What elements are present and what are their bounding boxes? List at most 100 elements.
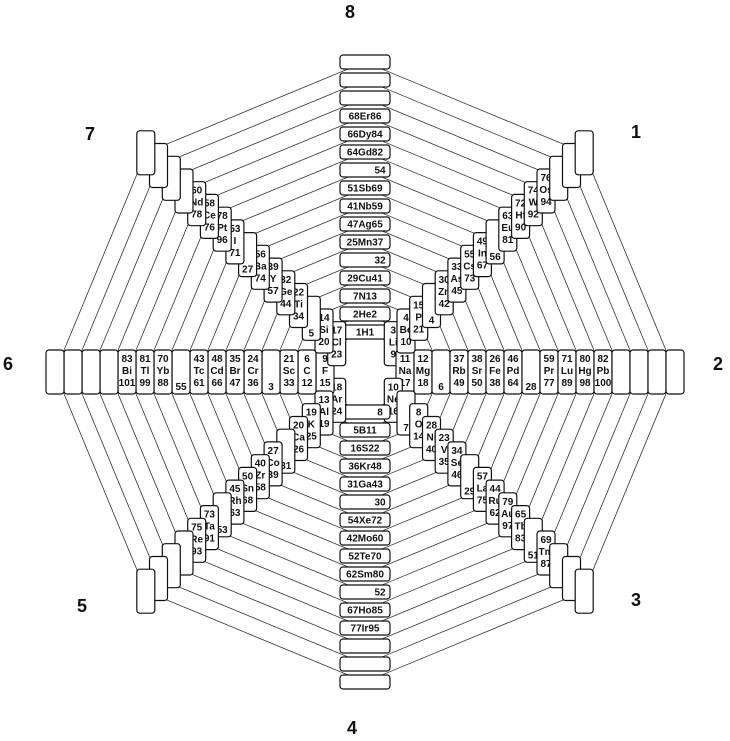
element-label: I [234,236,237,247]
connector-line [183,552,366,629]
element-label: 73 [464,273,476,284]
element-label: 60 [191,186,203,197]
element-label: 33 [451,262,463,273]
connector-line [583,152,676,373]
connector-line [158,578,366,665]
connector-line [171,97,366,179]
element-label: 26 [489,354,501,365]
connector-line [364,552,547,629]
element-label: 81 [502,235,514,246]
blank-box: 55 [171,349,191,395]
element-label: Ru [488,496,501,507]
element-box [339,90,391,106]
side-label-2: 2 [713,354,723,374]
element-box [339,270,391,286]
element-box [339,288,391,304]
element-label: 58 [255,483,267,494]
element-box [339,198,391,214]
element-label: 31Ga43 [347,480,383,491]
element-label: 24 [247,354,259,365]
element-box [339,458,391,474]
element-label: 32 [280,275,292,286]
blank-label: 56 [490,252,502,263]
element-box [136,130,156,176]
element-label: Ba [254,261,267,272]
element-label: Na [399,366,412,377]
element-label: 62Sm80 [346,570,384,581]
connector-line [222,514,366,575]
element-box [339,216,391,232]
element-label: Ne [387,394,400,405]
connector-line [364,501,496,557]
side-label-4: 4 [347,718,357,738]
connector-line [532,203,604,373]
connector-line [222,169,366,230]
element-box [45,349,65,395]
element-label: K [308,420,316,431]
element-label: 53 [229,224,241,235]
element-box [339,674,391,690]
element-label: 73 [204,510,216,521]
element-label: 21 [413,324,425,335]
element-box [63,349,83,395]
side-label-3: 3 [631,590,641,610]
element-label: Tb [514,522,526,533]
element-label: 5B11 [353,426,377,437]
element-label: Lu [561,366,573,377]
element-label: 1H1 [356,328,375,339]
element-label: 76 [204,222,216,233]
blank-label: 27 [242,265,254,276]
element-label: 40 [255,459,267,470]
element-box [339,620,391,636]
element-label: 49 [477,237,489,248]
connector-line [144,371,210,528]
element-label: 50 [242,471,254,482]
element-label: 17 [399,378,411,389]
element-label: 87 [540,559,552,570]
element-label: 26 [293,445,305,456]
connector-line [180,241,236,373]
connector-line [364,187,496,243]
element-label: 80 [579,354,591,365]
blank-box: 30 [339,494,391,510]
element-label: 83 [121,354,133,365]
blank-label: 6 [438,382,444,393]
element-label: Ta [204,522,215,533]
element-label: V [441,445,448,456]
element-label: Hg [578,366,591,377]
element-label: 10 [400,337,412,348]
element-label: Be [400,325,413,336]
element-label: 69 [540,535,552,546]
connector-line [571,165,658,373]
connector-line [364,539,534,611]
element-label: 98 [579,378,591,389]
element-label: As [451,274,464,285]
element-box [81,349,101,395]
element-label: Se [451,458,464,469]
element-label: 96 [217,235,229,246]
element-label: Ar [331,394,342,405]
element-label: 97 [502,521,514,532]
element-label: 49 [453,378,465,389]
element-label: Tl [141,366,150,377]
element-box [339,252,391,268]
element-label: 19 [306,408,318,419]
element-label: 50 [471,378,483,389]
connector-line [162,371,223,515]
connector-line [494,371,550,503]
connector-line [90,371,172,566]
element-label: Ti [294,300,303,311]
blank-box: 8 [339,404,391,420]
element-box [339,54,391,70]
connector-line [90,178,172,373]
element-dy: 66Dy84 [339,126,391,142]
element-label: Os [539,185,553,196]
